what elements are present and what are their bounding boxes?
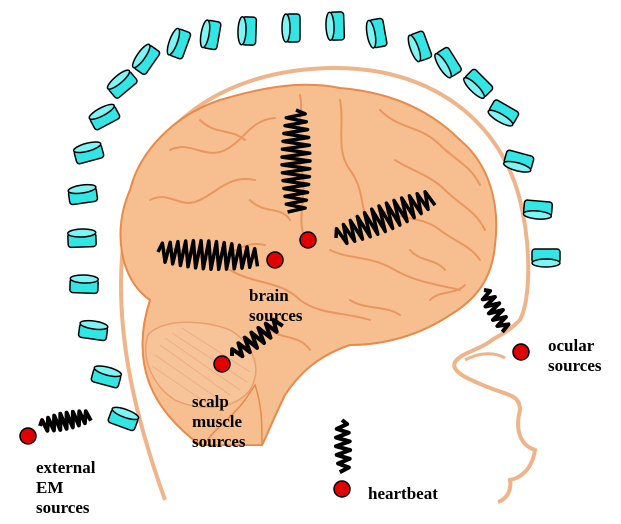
eeg-sensor (68, 183, 98, 205)
eeg-sensor (199, 19, 222, 50)
eeg-sensor (78, 319, 108, 341)
eeg-sensor (461, 68, 494, 101)
brain-source-dot-1 (300, 232, 316, 248)
eeg-sensor (238, 17, 257, 46)
external-em-source-dot (20, 428, 36, 444)
eeg-sensor (91, 364, 123, 389)
eeg-sensor (406, 30, 432, 62)
eye-contour (465, 354, 505, 360)
brain-source-dot-2 (267, 252, 283, 268)
eeg-sensor (73, 140, 105, 165)
ocular-signal-trace (483, 290, 509, 332)
external-em-sources-label: external EM sources (36, 458, 95, 518)
heartbeat-source-dot (334, 481, 350, 497)
scalp-muscle-source-dot (214, 356, 230, 372)
eeg-sensor (68, 229, 97, 248)
brain-sources-label: brain sources (249, 286, 303, 326)
eeg-sensor (365, 18, 388, 49)
eeg-sensor (523, 200, 552, 220)
heartbeat-label: heartbeat (368, 484, 438, 504)
scalp-muscle-sources-label: scalp muscle sources (192, 392, 246, 452)
eeg-sensor (70, 275, 99, 294)
eeg-sensor (107, 405, 139, 431)
eeg-sensor (532, 249, 560, 267)
eeg-sensor (165, 27, 191, 59)
ocular-sources-label: ocular sources (548, 336, 602, 376)
eeg-sensor (432, 46, 462, 79)
eeg-sensor (503, 150, 535, 175)
external-em-signal-trace (40, 411, 91, 430)
eeg-sensor (87, 102, 120, 131)
eeg-sensor (486, 99, 519, 129)
eeg-sensor (105, 68, 138, 100)
eeg-sensor (326, 12, 345, 41)
eeg-sensor (282, 14, 300, 42)
eeg-sensor (130, 42, 161, 75)
ocular-source-dot (513, 344, 529, 360)
heartbeat-signal-trace (336, 420, 350, 472)
